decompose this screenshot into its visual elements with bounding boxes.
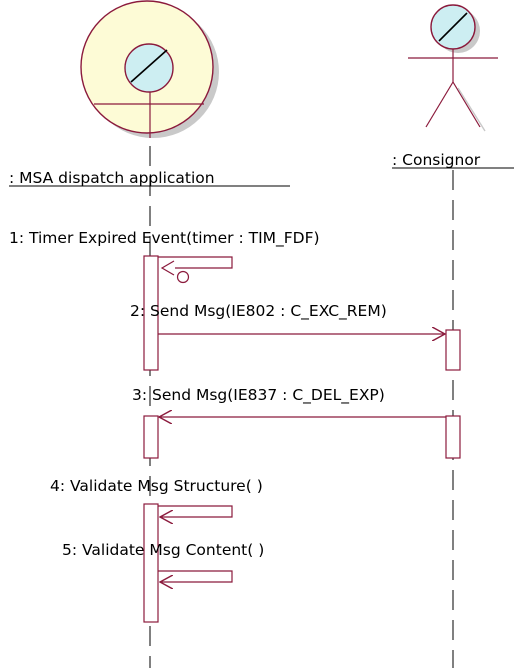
consignor-participant-name: : Consignor (392, 151, 481, 169)
message-4-arrow (158, 505, 233, 517)
consignor-activation-1 (445, 329, 461, 371)
actor-head-slash (438, 12, 468, 42)
message-5-label: 5: Validate Msg Content( ) (62, 541, 264, 559)
message-5-arrow (158, 570, 233, 582)
control-icon-slash (130, 49, 168, 83)
message-3-label: 3: Send Msg(IE837 : C_DEL_EXP) (132, 386, 385, 405)
msa-participant-name: : MSA dispatch application (9, 169, 215, 187)
message-1-label: 1: Timer Expired Event(timer : TIM_FDF) (9, 229, 320, 248)
actor-right-leg (452, 81, 481, 128)
actor-left-leg (425, 81, 454, 128)
message-2-label: 2: Send Msg(IE802 : C_EXC_REM) (130, 302, 387, 321)
message-4-label: 4: Validate Msg Structure( ) (50, 477, 263, 495)
message-1-arrowhead (160, 260, 175, 276)
message-1 (158, 256, 233, 284)
consignor-actor (408, 4, 498, 132)
msa-activation-2 (143, 415, 159, 459)
msa-activation-1 (143, 255, 159, 371)
actor-leg-shadow (457, 87, 486, 132)
consignor-activation-2 (445, 415, 461, 459)
msa-participant (80, 0, 219, 138)
message-1-line (158, 256, 233, 269)
timer-icon (176, 270, 190, 284)
msa-activation-3 (143, 503, 159, 623)
